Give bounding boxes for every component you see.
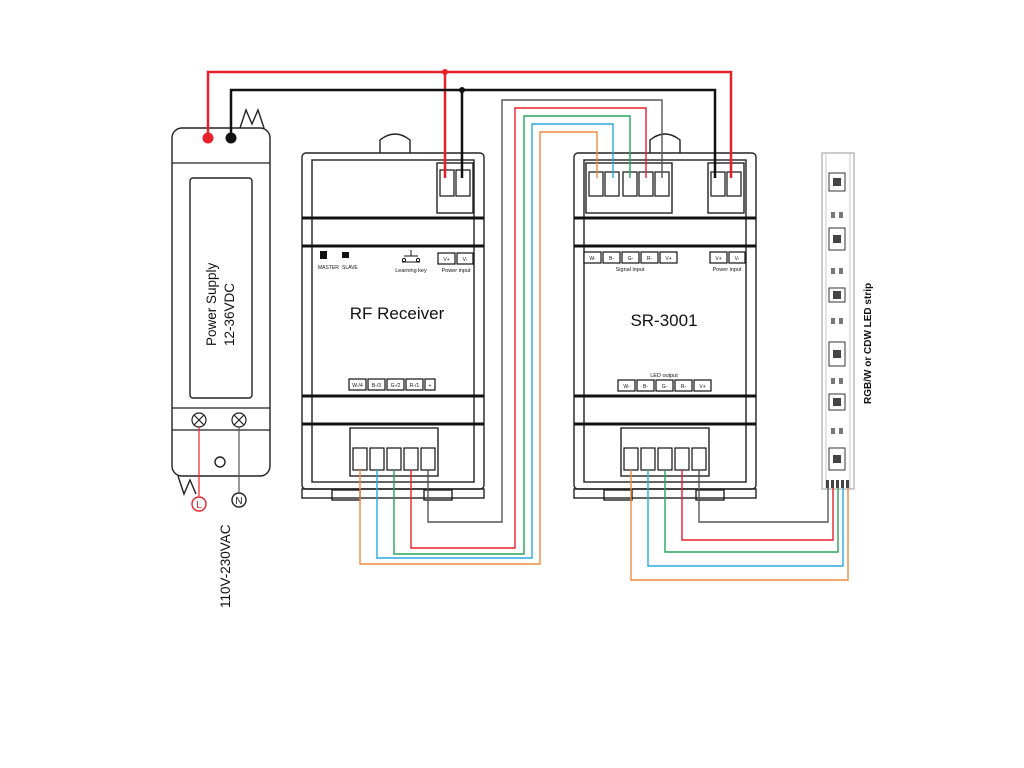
rf-receiver-title: RF Receiver — [350, 304, 445, 323]
sr-led-label: V+ — [699, 384, 705, 390]
rf-output-label: B-/3 — [372, 383, 381, 389]
orange-led-wire — [630, 470, 849, 581]
rf-receiver-output-labels: W-/4 B-/3 G-/2 R-/1 + — [348, 378, 436, 391]
power-supply-n-screw — [231, 412, 247, 428]
blue-signal-wire — [376, 123, 614, 559]
orange-signal-wire — [359, 131, 598, 565]
sr-3001-power-terminal-block — [707, 162, 745, 214]
sr-3001-led-terminal-block — [620, 427, 710, 477]
power-supply: L N Power Supply 12-36VDC 110V-230VAC — [171, 108, 271, 608]
n-label: N — [235, 496, 242, 507]
sr-signal-label: V+ — [665, 256, 671, 262]
rf-output-label: G-/2 — [391, 383, 401, 389]
sr-vplus-label: V+ — [715, 256, 721, 262]
signal-wires — [359, 99, 849, 581]
green-signal-wire — [393, 115, 631, 555]
rf-power-input-label: Power input — [441, 268, 471, 274]
led-output-label: LED output — [650, 373, 678, 379]
red-led-wire — [681, 470, 834, 541]
sr-signal-label: W- — [589, 256, 596, 262]
sr-led-label: B- — [643, 384, 648, 390]
l-label: L — [196, 500, 202, 511]
rf-output-label: W-/4 — [352, 383, 363, 389]
power-supply-label-panel — [189, 177, 253, 399]
rf-output-label: + — [429, 383, 432, 389]
led-strip-body — [821, 152, 855, 490]
power-supply-tab — [239, 108, 265, 129]
rf-receiver-output-terminal-block — [349, 427, 439, 477]
power-wires — [206, 69, 733, 178]
sr-signal-label: R- — [647, 256, 653, 262]
led-strip-label: RGB/W or CDW LED strip — [863, 283, 874, 404]
power-positive-wire — [206, 70, 733, 178]
power-supply-title: Power Supply — [204, 262, 219, 346]
sr-3001-signal-terminal-block — [585, 162, 673, 214]
led-strip: RGB/W or CDW LED strip — [821, 152, 874, 490]
sr-led-label: W- — [623, 384, 630, 390]
sr-led-label: R- — [681, 384, 687, 390]
green-led-wire — [664, 470, 839, 553]
white-signal-wire — [427, 99, 663, 523]
red-signal-wire — [410, 107, 647, 549]
blue-led-wire — [647, 470, 844, 567]
sr-3001: W- B- G- R- V+ Signal input V+ V- Power … — [573, 133, 757, 501]
power-supply-positive-terminal — [202, 132, 214, 144]
rf-vminus-label: V- — [463, 257, 468, 263]
sr-3001-title: SR-3001 — [630, 311, 697, 330]
ac-input-label: 110V-230VAC — [218, 524, 233, 608]
power-negative-wire — [229, 88, 717, 178]
power-supply-l-screw — [191, 412, 207, 428]
power-supply-rating: 12-36VDC — [222, 283, 237, 346]
rf-receiver-power-terminal-block — [436, 162, 474, 214]
slave-label: SLAVE — [342, 265, 358, 271]
sr-signal-label: G- — [628, 256, 634, 262]
white-led-wire — [698, 470, 829, 523]
sr-vminus-label: V- — [735, 256, 740, 262]
sr-signal-label: B- — [609, 256, 614, 262]
rf-vplus-label: V+ — [443, 257, 449, 263]
rf-receiver: MASTER SLAVE Learning key V+ V- Power in… — [301, 133, 485, 501]
learning-key-label: Learning key — [395, 268, 427, 274]
rf-output-label: R-/1 — [410, 383, 420, 389]
master-led — [320, 251, 327, 259]
l-terminal-marker — [191, 496, 207, 512]
sr-power-input-label: Power input — [712, 267, 742, 273]
slave-led — [342, 252, 349, 258]
signal-input-label: Signal input — [616, 267, 645, 273]
power-supply-body — [171, 127, 271, 477]
power-supply-negative-terminal — [225, 132, 237, 144]
n-terminal-marker — [231, 492, 247, 508]
master-label: MASTER — [318, 265, 339, 271]
learning-key-button[interactable] — [401, 250, 421, 263]
sr-led-label: G- — [662, 384, 668, 390]
